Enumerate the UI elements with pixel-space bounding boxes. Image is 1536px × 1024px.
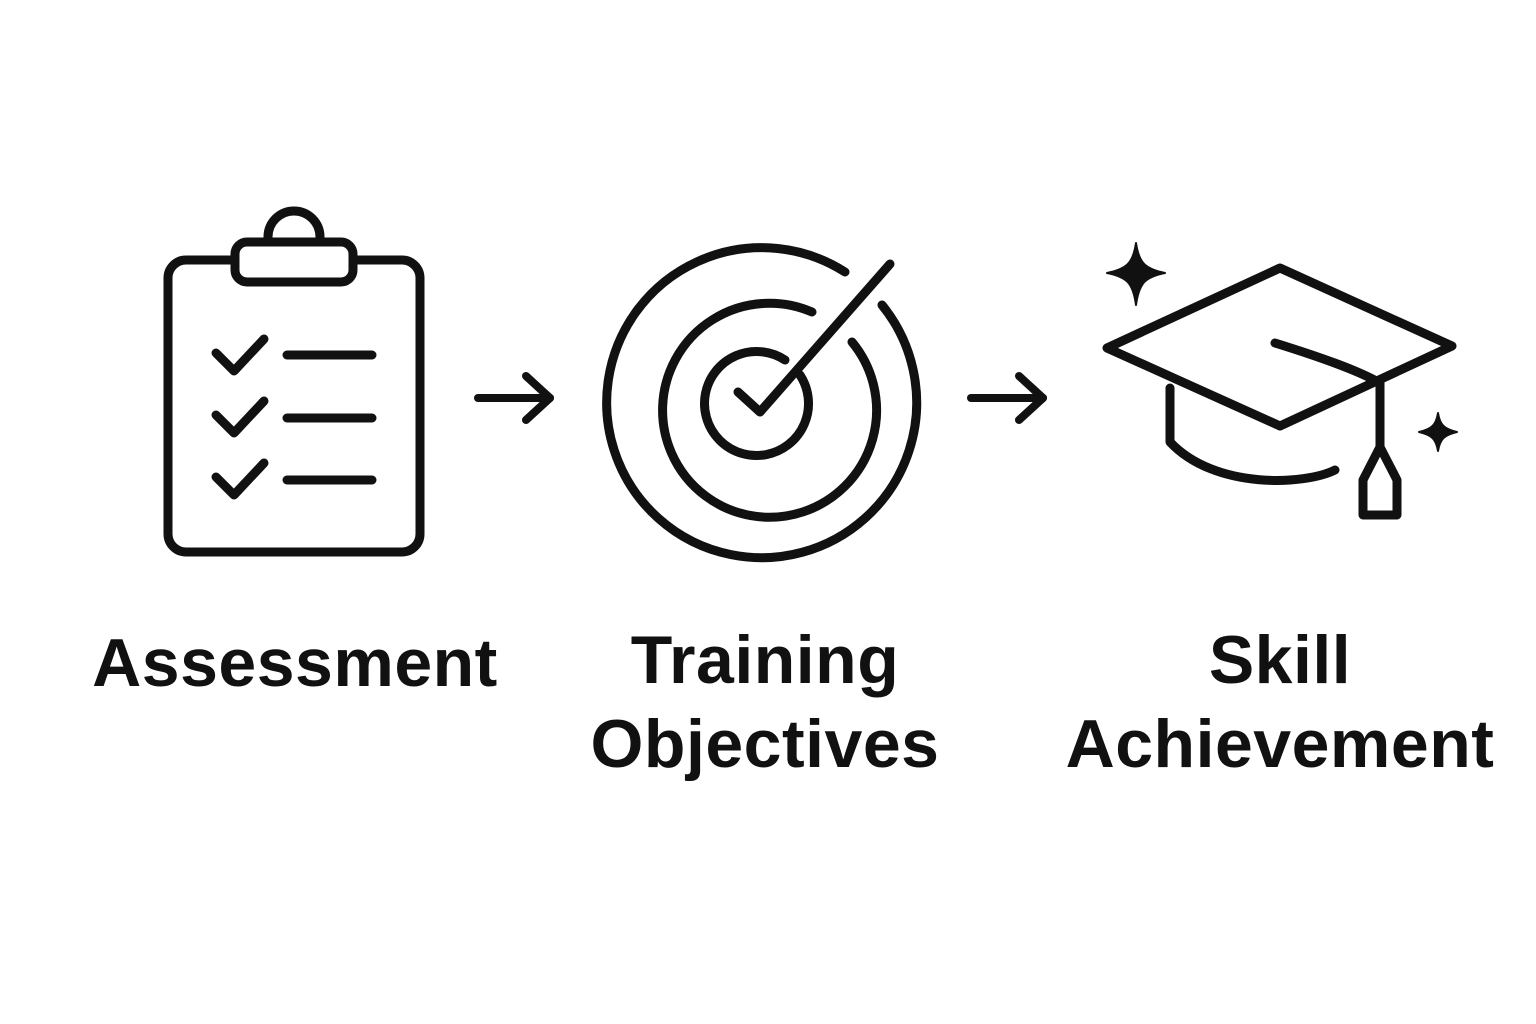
target-checkmark-icon [600,230,930,563]
step-label-training-objectives: Training Objectives [540,618,990,786]
graduation-cap-icon [1095,235,1470,525]
arrow-right-icon [963,370,1053,426]
step-label-line: Objectives [590,706,940,782]
clipboard-checklist-icon [150,205,440,565]
step-label-skill-achievement: Skill Achievement [1045,618,1515,786]
step-label-line: Skill [1208,622,1352,698]
step-label-line: Achievement [1065,706,1495,782]
step-label-line: Assessment [92,625,498,701]
step-label-assessment: Assessment [70,621,520,705]
step-label-line: Training [630,622,900,698]
arrow-right-icon [470,370,560,426]
